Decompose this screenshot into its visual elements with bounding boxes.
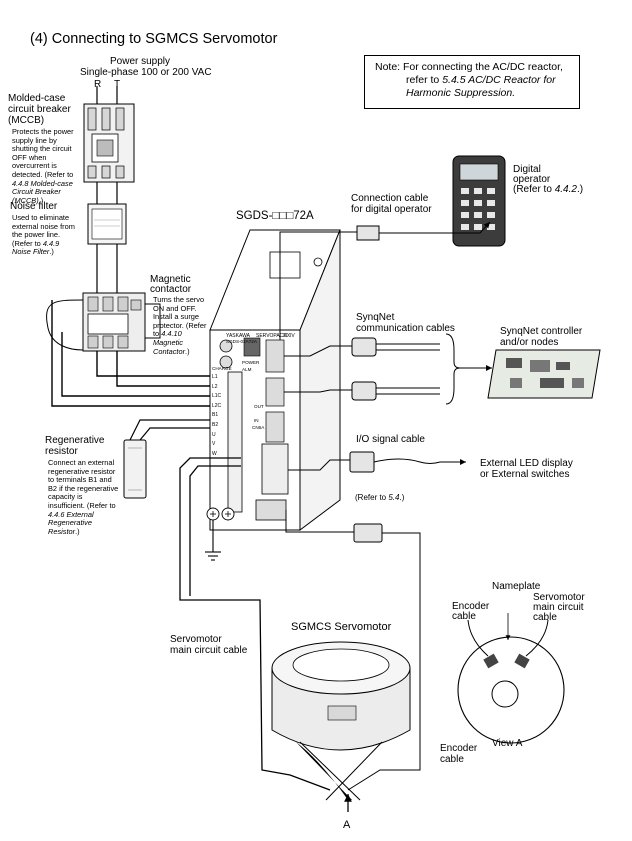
power-wires-filter-to-contactor <box>96 244 118 293</box>
synqnet-cables-label-2: communication cables <box>356 323 455 334</box>
servopack-sub: SGDS-02A72A <box>226 339 257 344</box>
regen-title-1: Regenerative <box>45 435 105 446</box>
encoder-cable-label-1: Encoder <box>440 743 478 754</box>
noise-filter-title: Noise filter <box>10 201 58 212</box>
servomotor-main-circuit-cable <box>179 457 331 791</box>
servopack-port-in: IN <box>254 418 259 423</box>
ground-symbol <box>205 520 221 561</box>
servomotor-device <box>271 641 411 800</box>
digital-operator-device <box>452 155 506 247</box>
motor-cable-cross <box>299 741 383 801</box>
regen-resistor-device <box>123 439 147 499</box>
power-supply-spec: Single-phase 100 or 200 VAC <box>80 67 212 78</box>
contactor-control-loop <box>46 299 161 351</box>
note-box <box>364 55 580 109</box>
servopack-rating: 200V <box>283 333 295 339</box>
synqnet-controller-board <box>487 349 601 399</box>
terminal-l1: L1 <box>212 374 218 380</box>
servopack-led-power: POWER <box>242 360 260 365</box>
main-cable-label-1: Servomotor <box>170 634 222 645</box>
digital-operator-ref: (Refer to 4.4.2.) <box>513 184 584 195</box>
view-a-encoder-label-1: Encoder <box>452 601 490 612</box>
power-wires-mccb-to-filter <box>96 182 118 204</box>
servopack-brand: YASKAWA <box>226 333 250 339</box>
encoder-cable <box>285 510 421 791</box>
note-line-1: Note: For connecting the AC/DC reactor, <box>375 61 563 73</box>
servopack-terminals: L1 L2 L1C L2C B1 B2 U V W <box>212 373 226 459</box>
connection-cable-label-2: for digital operator <box>351 204 432 215</box>
terminal-w: W <box>212 450 217 457</box>
noise-filter-device <box>87 203 127 245</box>
io-cable-label: I/O signal cable <box>356 434 425 445</box>
view-a-main-label-1: Servomotor <box>533 592 585 603</box>
page-title: (4) Connecting to SGMCS Servomotor <box>30 31 278 47</box>
external-led-label-1: External LED display <box>480 458 573 469</box>
servopack-port-label: CN6A <box>252 425 265 430</box>
servopack-port-out: OUT <box>254 404 264 409</box>
magnetic-contactor-device <box>82 292 146 352</box>
mccb-device <box>83 103 135 183</box>
servopack-device <box>206 229 341 531</box>
view-a-encoder-label-2: cable <box>452 611 476 622</box>
connection-cable-label-1: Connection cable <box>351 193 429 204</box>
view-a-main-label-2: main circuit <box>533 602 584 613</box>
io-cable-ref: (Refer to 5.4.) <box>355 493 405 502</box>
synqnet-cables <box>284 333 492 405</box>
mccb-title-3: (MCCB) <box>8 115 45 126</box>
noise-filter-description: Used to eliminate external noise from th… <box>12 213 75 257</box>
terminal-b2: B2 <box>212 421 219 428</box>
view-a-caption: View A <box>492 738 523 749</box>
note-line-3: Harmonic Suppression. <box>406 87 516 99</box>
terminal-v: V <box>212 441 216 448</box>
terminal-l1c: L1C <box>212 393 222 400</box>
terminal-l2c: L2C <box>212 402 222 409</box>
synqnet-cables-label-1: SynqNet <box>356 312 395 323</box>
encoder-cable-label-2: cable <box>440 754 464 765</box>
view-arrow-label: A <box>343 819 351 831</box>
io-signal-cable <box>288 451 466 473</box>
regen-description: Connect an external regenerative resisto… <box>48 458 119 536</box>
mccb-description: Protects the power supply line by shutti… <box>12 127 74 205</box>
servopack-model: SGDS-□□□72A <box>236 210 314 222</box>
note-line-2: refer to 5.4.5 AC/DC Reactor for <box>406 74 556 86</box>
mccb-title-1: Molded-case <box>8 93 66 104</box>
phase-t-label: T <box>114 79 121 90</box>
view-a-main-label-3: cable <box>533 612 557 623</box>
servomotor-title: SGMCS Servomotor <box>291 621 392 633</box>
terminal-l2: L2 <box>212 383 218 390</box>
regen-resistor-wires <box>129 419 218 441</box>
external-led-label-2: or External switches <box>480 469 570 480</box>
operator-cable <box>279 221 491 340</box>
nameplate-label: Nameplate <box>492 581 541 592</box>
contactor-title-2: contactor <box>150 284 192 295</box>
contactor-description: Turns the servo ON and OFF. Install a su… <box>153 295 207 356</box>
synqnet-controller-label-2: and/or nodes <box>500 337 559 348</box>
terminal-u: U <box>212 431 216 438</box>
servopack-name: SERVOPACK <box>256 333 287 339</box>
terminal-b1: B1 <box>212 412 219 419</box>
power-supply-label: Power supply <box>110 56 171 67</box>
main-cable-label-2: main circuit cable <box>170 645 248 656</box>
contactor-title-1: Magnetic <box>150 274 191 285</box>
digital-operator-label-2: operator <box>513 174 551 185</box>
power-supply-lines <box>96 86 118 104</box>
phase-r-label: R <box>94 79 102 90</box>
servopack-charge: CHARGE <box>212 366 232 371</box>
servopack-led-alm: ALM <box>242 367 252 372</box>
view-a-diagram <box>457 613 565 744</box>
regen-title-2: resistor <box>45 446 78 457</box>
synqnet-controller-label-1: SynqNet controller <box>500 326 583 337</box>
power-wires-to-servopack <box>51 300 218 407</box>
digital-operator-label-1: Digital <box>513 164 541 175</box>
mccb-title-2: circuit breaker <box>8 104 71 115</box>
